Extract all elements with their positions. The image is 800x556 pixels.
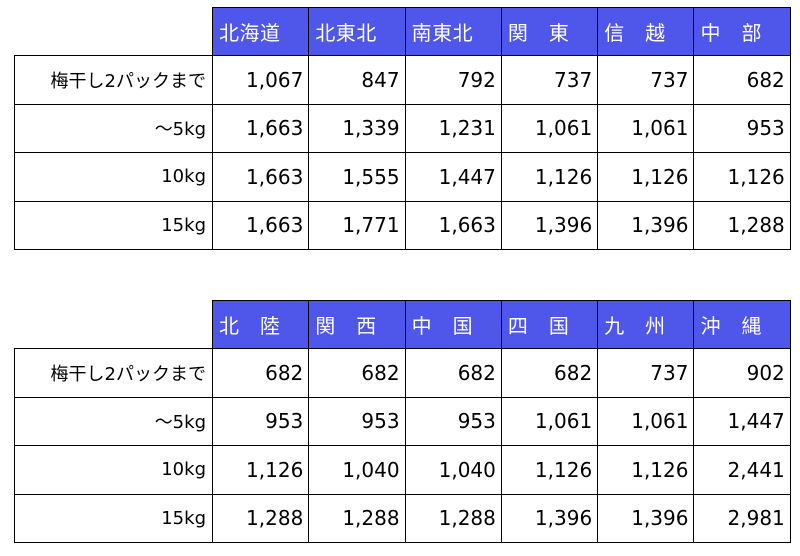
price-cell: 1,663 bbox=[404, 200, 502, 250]
region-header: 北 陸 bbox=[211, 300, 310, 349]
price-cell: 1,126 bbox=[597, 445, 695, 495]
table-header-row: 北海道 北東北 南東北 関 東 信 越 中 部 bbox=[14, 7, 791, 56]
price-cell: 682 bbox=[404, 348, 502, 398]
price-cell: 1,771 bbox=[308, 200, 406, 250]
region-header: 南東北 bbox=[404, 7, 502, 56]
price-cell: 1,396 bbox=[597, 493, 695, 543]
price-cell: 1,663 bbox=[211, 103, 310, 153]
table-row: 梅干し2パックまで 1,067 847 792 737 737 682 bbox=[14, 55, 791, 105]
row-label: ～5kg bbox=[14, 396, 213, 446]
price-cell: 1,067 bbox=[211, 55, 310, 105]
row-label: 15kg bbox=[14, 493, 213, 543]
price-cell: 953 bbox=[693, 103, 791, 153]
table-row: 15kg 1,663 1,771 1,663 1,396 1,396 1,288 bbox=[14, 200, 791, 250]
header-corner-cell bbox=[14, 300, 213, 349]
table-row: 10kg 1,126 1,040 1,040 1,126 1,126 2,441 bbox=[14, 445, 791, 495]
price-cell: 1,061 bbox=[500, 103, 599, 153]
row-label: 梅干し2パックまで bbox=[14, 55, 213, 105]
price-cell: 1,663 bbox=[211, 200, 310, 250]
price-cell: 1,339 bbox=[308, 103, 406, 153]
shipping-rate-table-bottom: 北 陸 関 西 中 国 四 国 九 州 沖 縄 梅干し2パックまで 682 68… bbox=[14, 300, 791, 543]
price-cell: 737 bbox=[597, 55, 695, 105]
price-cell: 1,040 bbox=[404, 445, 502, 495]
table-row: 10kg 1,663 1,555 1,447 1,126 1,126 1,126 bbox=[14, 152, 791, 202]
price-cell: 1,447 bbox=[404, 152, 502, 202]
price-cell: 1,126 bbox=[500, 152, 599, 202]
price-cell: 1,061 bbox=[597, 103, 695, 153]
row-label: 10kg bbox=[14, 445, 213, 495]
shipping-rate-table-top: 北海道 北東北 南東北 関 東 信 越 中 部 梅干し2パックまで 1,067 … bbox=[14, 7, 791, 250]
price-cell: 1,663 bbox=[211, 152, 310, 202]
region-header: 九 州 bbox=[597, 300, 695, 349]
region-header: 中 部 bbox=[693, 7, 791, 56]
table-row: ～5kg 953 953 953 1,061 1,061 1,447 bbox=[14, 396, 791, 446]
row-label: 10kg bbox=[14, 152, 213, 202]
region-header: 四 国 bbox=[500, 300, 599, 349]
price-cell: 1,447 bbox=[693, 396, 791, 446]
price-cell: 1,126 bbox=[693, 152, 791, 202]
price-cell: 1,126 bbox=[211, 445, 310, 495]
region-header: 北海道 bbox=[211, 7, 310, 56]
row-label: ～5kg bbox=[14, 103, 213, 153]
row-label: 梅干し2パックまで bbox=[14, 348, 213, 398]
region-header: 関 東 bbox=[500, 7, 599, 56]
price-cell: 953 bbox=[308, 396, 406, 446]
price-cell: 1,555 bbox=[308, 152, 406, 202]
price-cell: 2,441 bbox=[693, 445, 791, 495]
region-header: 北東北 bbox=[308, 7, 406, 56]
price-cell: 792 bbox=[404, 55, 502, 105]
price-cell: 2,981 bbox=[693, 493, 791, 543]
table-header-row: 北 陸 関 西 中 国 四 国 九 州 沖 縄 bbox=[14, 300, 791, 349]
row-label: 15kg bbox=[14, 200, 213, 250]
price-cell: 1,061 bbox=[500, 396, 599, 446]
price-cell: 1,288 bbox=[308, 493, 406, 543]
price-cell: 1,288 bbox=[693, 200, 791, 250]
region-header: 信 越 bbox=[597, 7, 695, 56]
price-cell: 682 bbox=[500, 348, 599, 398]
price-cell: 682 bbox=[693, 55, 791, 105]
price-cell: 1,126 bbox=[597, 152, 695, 202]
price-cell: 847 bbox=[308, 55, 406, 105]
price-cell: 1,396 bbox=[597, 200, 695, 250]
price-cell: 737 bbox=[597, 348, 695, 398]
price-cell: 953 bbox=[404, 396, 502, 446]
price-cell: 1,396 bbox=[500, 200, 599, 250]
price-cell: 737 bbox=[500, 55, 599, 105]
header-corner-cell bbox=[14, 7, 213, 56]
table-row: 15kg 1,288 1,288 1,288 1,396 1,396 2,981 bbox=[14, 493, 791, 543]
table-row: 梅干し2パックまで 682 682 682 682 737 902 bbox=[14, 348, 791, 398]
price-cell: 1,040 bbox=[308, 445, 406, 495]
price-cell: 953 bbox=[211, 396, 310, 446]
price-cell: 1,288 bbox=[211, 493, 310, 543]
price-cell: 1,126 bbox=[500, 445, 599, 495]
price-cell: 682 bbox=[308, 348, 406, 398]
table-row: ～5kg 1,663 1,339 1,231 1,061 1,061 953 bbox=[14, 103, 791, 153]
region-header: 中 国 bbox=[404, 300, 502, 349]
price-cell: 1,061 bbox=[597, 396, 695, 446]
region-header: 関 西 bbox=[308, 300, 406, 349]
price-cell: 902 bbox=[693, 348, 791, 398]
price-cell: 1,231 bbox=[404, 103, 502, 153]
price-cell: 1,288 bbox=[404, 493, 502, 543]
price-cell: 1,396 bbox=[500, 493, 599, 543]
region-header: 沖 縄 bbox=[693, 300, 791, 349]
price-cell: 682 bbox=[211, 348, 310, 398]
